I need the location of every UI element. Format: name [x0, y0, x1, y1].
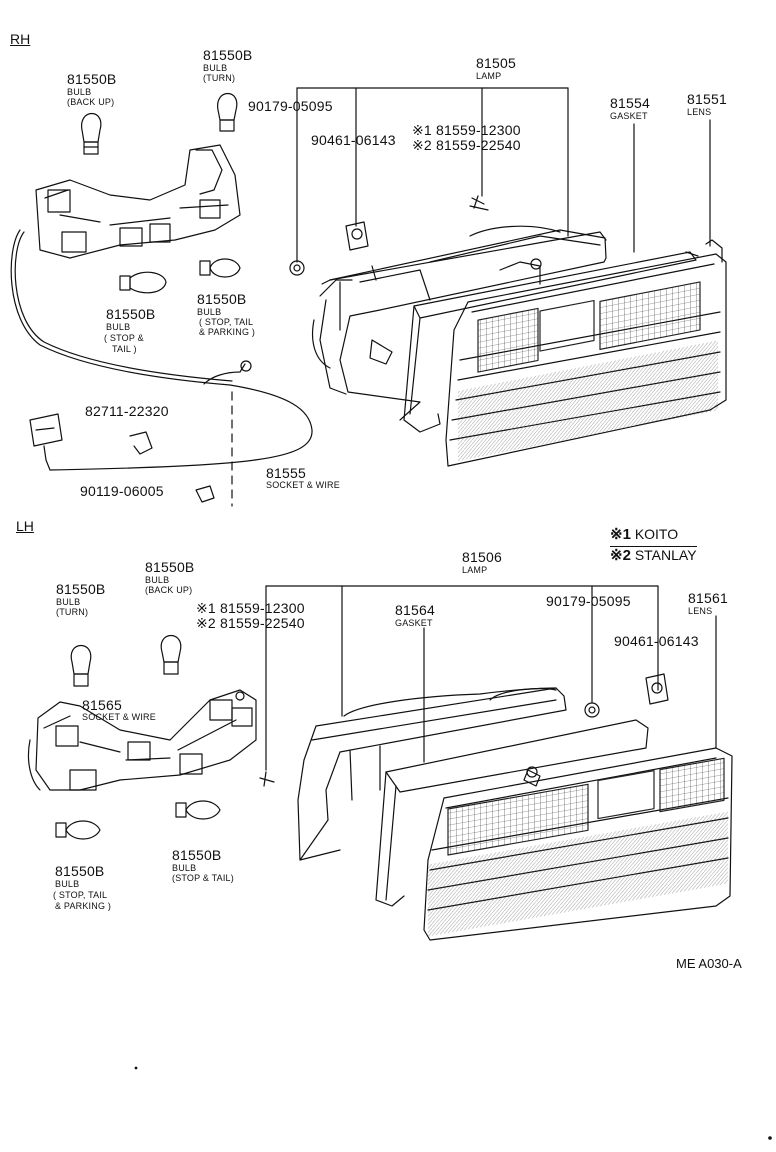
note2-text: STANLAY	[634, 547, 697, 563]
lh-socket-harness-drawing	[27, 689, 257, 791]
rh-bulb-turn-part: 81550B	[203, 47, 253, 63]
rh-screw1-mark: ※1	[412, 122, 432, 138]
lh-bulb-turn-desc2: (TURN)	[56, 607, 89, 617]
rh-bulb-stp-part: 81550B	[197, 291, 247, 307]
lh-bulb-turn-drawing	[70, 645, 92, 687]
rh-bulb-turn-drawing	[217, 93, 238, 132]
rh-socket-wire-desc: SOCKET & WIRE	[266, 480, 340, 490]
rh-bulb-stp-desc3: & PARKING )	[199, 327, 256, 337]
rh-gasket-drawing	[403, 251, 699, 433]
note2-mark: ※2	[610, 547, 631, 564]
lh-socket-wire-desc: SOCKET & WIRE	[82, 712, 156, 722]
section-label-rh: RH	[10, 31, 31, 47]
lh-bulb-stop-tail-desc2: (STOP & TAIL)	[172, 873, 234, 883]
note1-mark: ※1	[610, 526, 631, 543]
lh-screw2-mark: ※2	[196, 615, 216, 631]
lh-lens-part: 81561	[688, 590, 728, 606]
note1-text: KOITO	[634, 526, 679, 542]
rh-bulb-stop-part: 81550B	[106, 306, 156, 322]
lh-bulb-stp-desc2: ( STOP, TAIL	[53, 890, 108, 900]
rh-lamp-housing-drawing	[311, 225, 607, 421]
lh-lens-drawing	[423, 747, 733, 941]
lh-bulb-stop-tail-part: 81550B	[172, 847, 222, 863]
lh-gasket-part: 81564	[395, 602, 435, 618]
rh-gasket-part: 81554	[610, 95, 650, 111]
lh-bulb-stp-part: 81550B	[55, 863, 105, 879]
lh-socket-wire-part: 81565	[82, 697, 122, 713]
lh-grommet-part: 90179-05095	[546, 593, 631, 609]
lh-bulb-backup-desc2: (BACK UP)	[145, 585, 193, 595]
lh-bulb-backup-part: 81550B	[145, 559, 195, 575]
rh-bulb-stop-tail-parking-drawing	[199, 258, 241, 278]
lh-bulb-stp-desc3: & PARKING )	[55, 901, 112, 911]
lh-bulb-turn-part: 81550B	[56, 581, 106, 597]
lh-lamp-housing-drawing	[297, 687, 567, 861]
rh-bulb-turn-desc2: (TURN)	[203, 73, 236, 83]
lh-lamp-leader	[265, 585, 717, 771]
lh-gasket-desc: GASKET	[395, 618, 433, 628]
lh-bulb-turn-desc1: BULB	[56, 597, 81, 607]
rh-screw-drawing	[469, 195, 489, 211]
rh-gasket-desc: GASKET	[610, 111, 648, 121]
lh-lens-desc: LENS	[688, 606, 713, 616]
lh-clip-part: 90461-06143	[614, 633, 699, 649]
lh-screw2-part: 81559-22540	[220, 615, 305, 631]
lh-screw1-part: 81559-12300	[220, 600, 305, 616]
lh-bulb-stop-tail-parking-drawing	[55, 820, 101, 840]
lh-bulb-backup-desc1: BULB	[145, 575, 170, 585]
rh-bulb-backup-part: 81550B	[67, 71, 117, 87]
rh-bulb-turn-desc1: BULB	[203, 63, 228, 73]
rh-bulb-stop-desc1: BULB	[106, 322, 131, 332]
section-label-lh: LH	[16, 518, 34, 534]
rh-bulb-backup-desc2: (BACK UP)	[67, 97, 115, 107]
lh-bulb-stp-desc1: BULB	[55, 879, 80, 889]
rh-lens-desc: LENS	[687, 107, 712, 117]
rh-grommet-drawing	[289, 260, 305, 276]
rh-screw1-part: 81559-12300	[436, 122, 521, 138]
lh-gasket-drawing	[375, 719, 649, 907]
rh-lamp-leader	[296, 87, 711, 263]
lh-screw1-mark: ※1	[196, 600, 216, 616]
lh-screw-drawing	[259, 771, 275, 787]
lh-lamp-part: 81506	[462, 549, 502, 565]
lh-bulb-stop-tail-desc1: BULB	[172, 863, 197, 873]
rh-lens-drawing	[445, 239, 727, 467]
rh-bulb-stp-desc1: BULB	[197, 307, 222, 317]
rh-screw2-part: 81559-22540	[436, 137, 521, 153]
rh-connector-part: 82711-22320	[85, 403, 169, 419]
rh-bulb-backup-drawing	[81, 113, 102, 155]
rh-grommet-part: 90179-05095	[248, 98, 333, 114]
rh-clip-drawing	[345, 221, 369, 251]
rh-bulb-backup-desc1: BULB	[67, 87, 92, 97]
rh-bulb-stop-desc3: TAIL )	[112, 344, 137, 354]
rh-lamp-desc: LAMP	[476, 71, 502, 81]
rh-bulb-stp-desc2: ( STOP, TAIL	[199, 317, 254, 327]
figure-reference: ME A030-A	[676, 956, 742, 971]
lh-clip-drawing	[645, 673, 669, 705]
lh-bulb-backup-drawing	[160, 635, 182, 675]
lh-lamp-desc: LAMP	[462, 565, 488, 575]
rh-bulb-stop-drawing	[119, 271, 167, 294]
lh-grommet-drawing	[584, 702, 600, 718]
rh-socket-wire-part: 81555	[266, 465, 306, 481]
rh-lamp-part: 81505	[476, 55, 516, 71]
lh-bulb-stop-tail-drawing	[175, 800, 221, 820]
rh-socket-harness-drawing	[10, 144, 313, 507]
rh-clip-part: 90461-06143	[311, 132, 396, 148]
rh-screw2-mark: ※2	[412, 137, 432, 153]
rh-lens-part: 81551	[687, 91, 727, 107]
rh-bulb-stop-desc2: ( STOP &	[104, 333, 144, 343]
rh-screw-ground-part: 90119-06005	[80, 483, 164, 499]
